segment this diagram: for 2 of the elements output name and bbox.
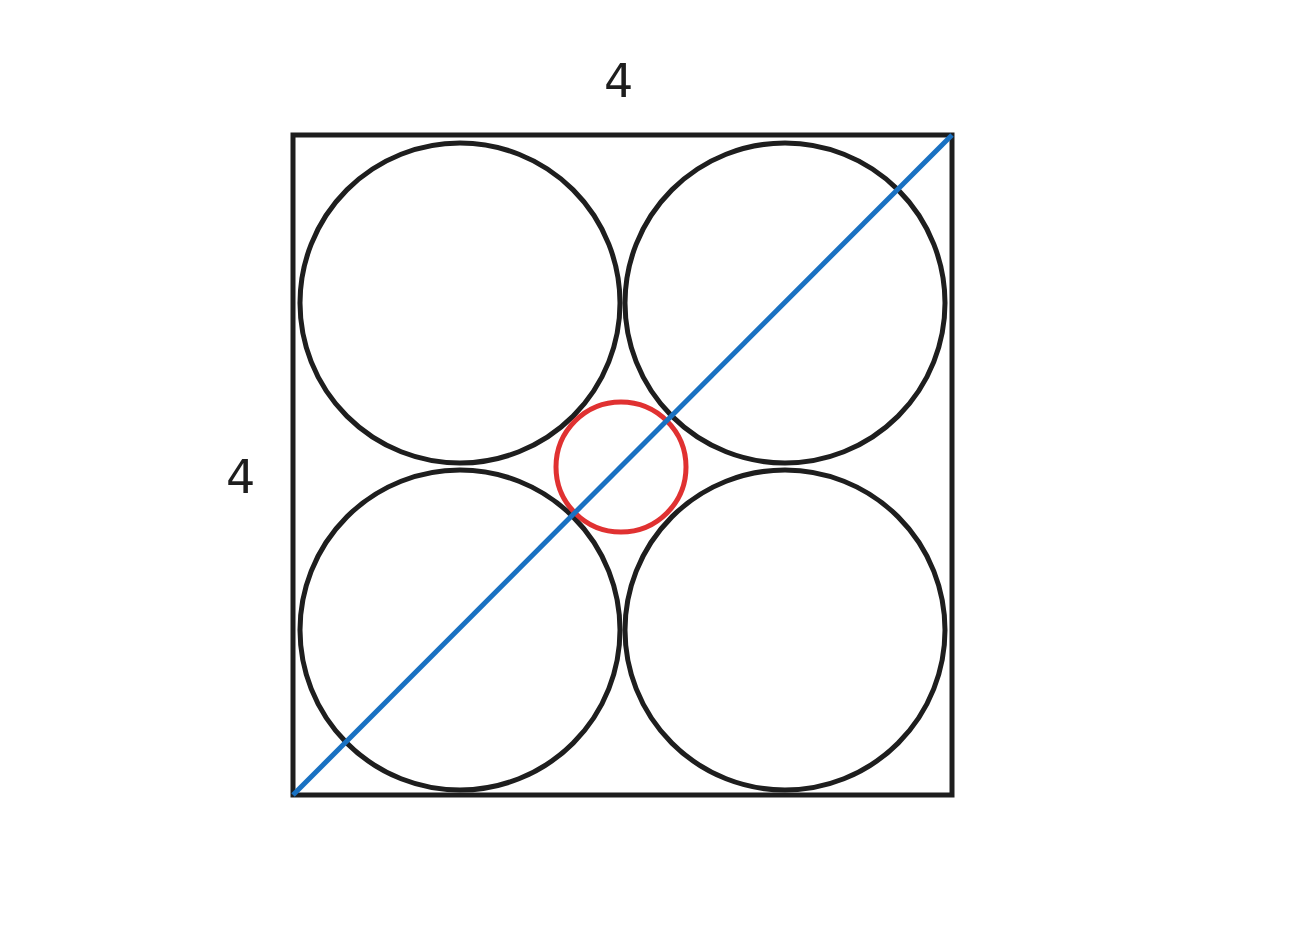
dimension-label: 4 xyxy=(604,58,634,104)
dimension-label: 4 xyxy=(226,454,256,500)
